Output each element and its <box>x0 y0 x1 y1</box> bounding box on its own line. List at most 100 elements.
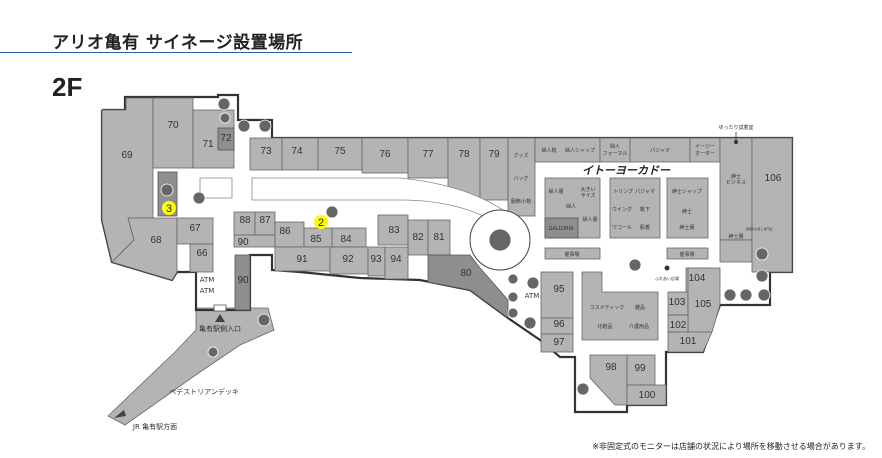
label: 靴下 <box>640 206 650 213</box>
store-label: 92 <box>342 254 354 265</box>
void-opening <box>199 177 233 199</box>
store-99[interactable] <box>626 354 656 386</box>
store-label: 102 <box>670 320 687 331</box>
store-label: 75 <box>334 146 346 157</box>
title-divider <box>0 52 352 53</box>
store-75[interactable] <box>317 137 363 171</box>
store-label: 66 <box>196 248 208 259</box>
label: 婦人靴 <box>541 147 556 154</box>
ito-yokado-labels: イトーヨーカドー グッズ バッグ 服飾小物 婦人靴 婦人シャップ 婦人 フォーマ… <box>511 124 773 330</box>
store-label: 96 <box>553 319 565 330</box>
iy-event-space-2[interactable] <box>666 247 709 260</box>
label: 紳士 <box>682 208 692 215</box>
signage-marker-2[interactable]: 2 <box>314 215 328 229</box>
signage-marker-3[interactable]: 3 <box>162 201 176 215</box>
iy-event-space-1[interactable] <box>544 247 601 260</box>
label: ビジネス <box>726 179 746 186</box>
label: イージー <box>695 144 715 150</box>
store-70[interactable] <box>152 97 194 169</box>
store-label: 71 <box>202 139 214 150</box>
label: パジャマ <box>635 189 655 195</box>
store-95[interactable] <box>540 271 574 319</box>
iy-cosmetics-block[interactable] <box>581 271 659 341</box>
store-label: 79 <box>488 149 500 160</box>
iy-mens-wear[interactable] <box>719 239 753 263</box>
store-77[interactable] <box>407 137 449 179</box>
store-74[interactable] <box>281 137 319 171</box>
store-90-lower[interactable] <box>234 254 251 311</box>
iy-ladies-shoes[interactable] <box>534 137 601 163</box>
iy-goods[interactable] <box>507 137 536 217</box>
store-label: 95 <box>553 284 565 295</box>
store-94[interactable] <box>384 246 409 280</box>
plaza-point-icon <box>664 265 670 271</box>
store-label: 69 <box>121 150 133 161</box>
entrance-label: 亀有駅側入口 <box>199 324 241 333</box>
store-label: 94 <box>390 254 402 265</box>
label: 紳士シャップ <box>672 188 702 195</box>
label: 婦人服 <box>548 188 563 195</box>
iy-easy-order[interactable] <box>689 137 721 163</box>
label: 化粧品 <box>597 323 612 330</box>
pedestrian-deck <box>107 307 275 426</box>
escalator-icon <box>576 382 590 396</box>
atm-label: ATM <box>200 287 215 295</box>
store-label: 90 <box>237 275 249 286</box>
baby-room-icon <box>507 273 519 285</box>
store-80[interactable] <box>427 254 509 319</box>
iy-galloria[interactable] <box>544 217 579 239</box>
store-label: 84 <box>340 234 352 245</box>
store-label: 76 <box>379 149 391 160</box>
label: 紳士服 <box>728 233 743 240</box>
iy-mens-block[interactable] <box>666 177 709 239</box>
store-73[interactable] <box>249 137 283 171</box>
elevator-icon[interactable] <box>488 228 512 252</box>
store-label: 81 <box>433 232 445 243</box>
escalator-icon <box>325 205 339 219</box>
escalator-icon <box>257 313 271 327</box>
store-91[interactable] <box>274 246 331 272</box>
store-label: 93 <box>370 254 382 265</box>
atm-label: ATM <box>200 276 215 284</box>
store-label: 74 <box>291 146 303 157</box>
restroom-icon <box>217 97 231 111</box>
page-title: アリオ亀有 サイネージ設置場所 <box>52 33 304 53</box>
label: 婦人 <box>566 203 576 210</box>
iy-lingerie-block[interactable] <box>609 177 661 239</box>
iy-mens-business[interactable] <box>719 137 753 241</box>
marker-circle[interactable] <box>162 201 176 215</box>
store-label: 103 <box>669 297 686 308</box>
signage-monitor-icon <box>160 183 174 197</box>
label: 大きい <box>580 186 595 193</box>
label: ふれあい広場 <box>655 275 679 281</box>
store-98[interactable] <box>589 354 628 406</box>
marker-label: 2 <box>318 217 324 229</box>
store-label: 104 <box>689 273 706 284</box>
entrance-arrow-icon <box>215 314 225 322</box>
entrance-door <box>213 304 227 312</box>
atm-label: ATM <box>525 292 540 300</box>
marker-circle[interactable] <box>314 215 328 229</box>
label: グッズ <box>513 152 528 159</box>
store-label: 88 <box>239 215 251 226</box>
store-101[interactable] <box>667 331 713 353</box>
store-label: 83 <box>388 225 400 236</box>
store-97[interactable] <box>540 333 574 353</box>
store-72[interactable] <box>217 127 235 151</box>
store-79[interactable] <box>479 137 509 201</box>
store-66[interactable] <box>189 243 214 273</box>
store-100[interactable] <box>626 384 667 406</box>
store-label: 87 <box>259 215 271 226</box>
iy-pajama[interactable] <box>629 137 691 163</box>
label: ウイング <box>612 206 632 213</box>
store-label: 86 <box>279 226 291 237</box>
smoking-area-icon <box>755 269 769 283</box>
store-label: 90 <box>237 237 249 248</box>
label: 婦人服 <box>582 216 597 223</box>
stairs-icon <box>258 119 272 133</box>
store-67[interactable] <box>176 217 214 245</box>
iy-ladies-formal[interactable] <box>599 137 631 163</box>
label: ワコール <box>612 225 632 231</box>
label: 催事場 <box>564 251 579 258</box>
label: フォーマル <box>602 151 627 157</box>
